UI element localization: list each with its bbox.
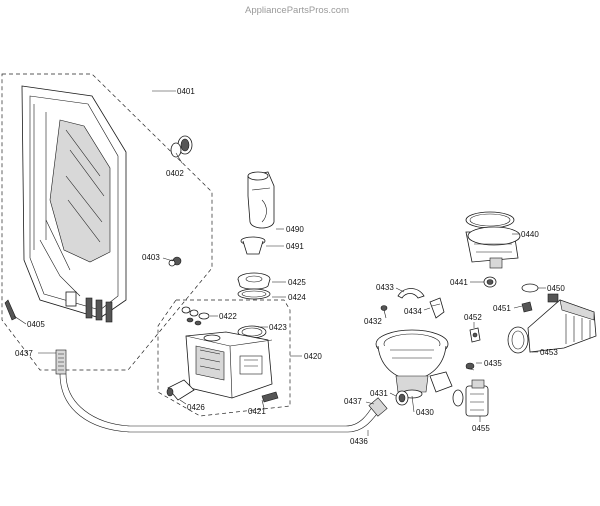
label-0431: 0431 bbox=[370, 389, 388, 398]
circulation-pump-0453[interactable] bbox=[507, 293, 597, 354]
screw-0432[interactable] bbox=[380, 305, 388, 319]
drain-hose-0436[interactable] bbox=[300, 397, 388, 433]
plug-0403[interactable] bbox=[168, 256, 182, 267]
part-0433[interactable] bbox=[397, 288, 425, 299]
label-0440: 0440 bbox=[521, 230, 539, 239]
label-0403: 0403 bbox=[142, 253, 160, 262]
jug-0490[interactable] bbox=[247, 171, 275, 229]
softener-group-outline bbox=[157, 299, 291, 417]
sump-0430[interactable] bbox=[375, 329, 453, 399]
part-0434[interactable] bbox=[429, 297, 445, 319]
part-0441[interactable] bbox=[483, 276, 497, 288]
label-0430: 0430 bbox=[416, 408, 434, 417]
label-0432: 0432 bbox=[364, 317, 382, 326]
label-0401: 0401 bbox=[177, 87, 195, 96]
watermark: AppliancePartsPros.com bbox=[245, 5, 349, 16]
clip-0405[interactable] bbox=[4, 299, 17, 321]
part-0452[interactable] bbox=[469, 327, 481, 343]
label-0452: 0452 bbox=[464, 313, 482, 322]
parts-0422[interactable] bbox=[181, 306, 210, 326]
ring-0450[interactable] bbox=[521, 283, 539, 293]
label-0451: 0451 bbox=[493, 304, 511, 313]
label-0434: 0434 bbox=[404, 307, 422, 316]
label-0422: 0422 bbox=[219, 312, 237, 321]
label-0426: 0426 bbox=[187, 403, 205, 412]
label-0490: 0490 bbox=[286, 225, 304, 234]
clip-0421[interactable] bbox=[261, 391, 279, 403]
label-0435: 0435 bbox=[484, 359, 502, 368]
cap-0491[interactable] bbox=[240, 236, 266, 255]
drain-hose-0437[interactable] bbox=[55, 349, 300, 433]
label-0450: 0450 bbox=[547, 284, 565, 293]
label-0455: 0455 bbox=[472, 424, 490, 433]
label-0420: 0420 bbox=[304, 352, 322, 361]
gasket-0424[interactable] bbox=[237, 288, 271, 300]
label-0421: 0421 bbox=[248, 407, 266, 416]
drain-pump-0455[interactable] bbox=[452, 379, 489, 417]
heater-top-0440[interactable] bbox=[465, 211, 521, 269]
part-0435[interactable] bbox=[465, 362, 475, 371]
side-panel-0401[interactable] bbox=[21, 85, 127, 323]
clip-0451[interactable] bbox=[521, 301, 533, 313]
valve-0426[interactable] bbox=[166, 379, 195, 401]
label-0437-right: 0437 bbox=[344, 397, 362, 406]
label-0425: 0425 bbox=[288, 278, 306, 287]
label-0453: 0453 bbox=[540, 348, 558, 357]
label-0491: 0491 bbox=[286, 242, 304, 251]
label-0437-left: 0437 bbox=[15, 349, 33, 358]
label-0423: 0423 bbox=[269, 323, 287, 332]
label-0441: 0441 bbox=[450, 278, 468, 287]
panel-group-outline bbox=[1, 73, 213, 371]
label-0424: 0424 bbox=[288, 293, 306, 302]
label-0405: 0405 bbox=[27, 320, 45, 329]
water-softener-0420[interactable] bbox=[185, 331, 273, 399]
label-0436: 0436 bbox=[350, 437, 368, 446]
seal-0402[interactable] bbox=[170, 135, 193, 158]
label-0402: 0402 bbox=[166, 169, 184, 178]
part-0431[interactable] bbox=[395, 390, 409, 406]
label-0433: 0433 bbox=[376, 283, 394, 292]
cap-0425[interactable] bbox=[237, 272, 271, 290]
